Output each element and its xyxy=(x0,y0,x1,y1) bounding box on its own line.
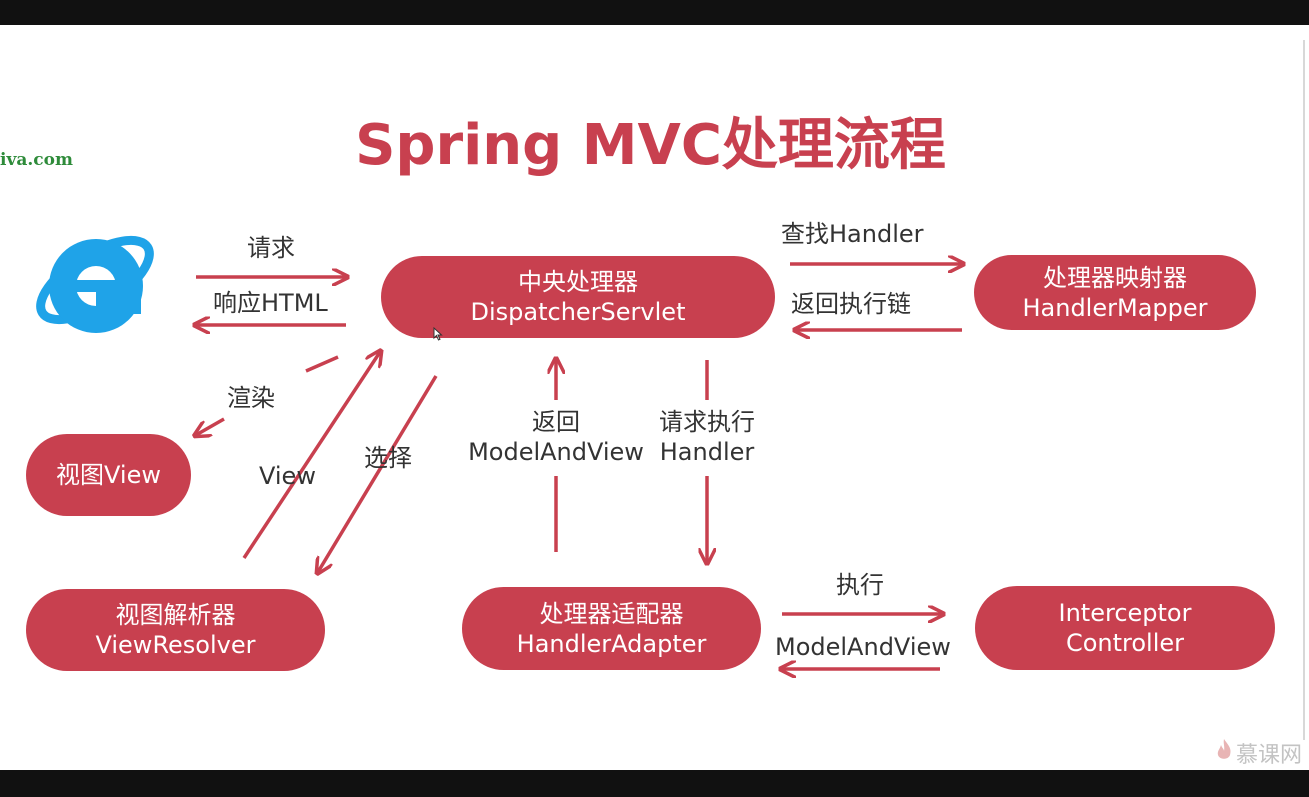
label-choose: 选择 xyxy=(364,444,412,472)
label-return-mav-2: ModelAndView xyxy=(468,438,644,466)
mouse-cursor-icon xyxy=(433,326,443,345)
view-resolver-node: 视图解析器 ViewResolver xyxy=(26,589,325,671)
dispatcher-line1: 中央处理器 xyxy=(518,268,638,296)
watermark-text: 慕课网 xyxy=(1236,743,1303,768)
label-return-chain: 返回执行链 xyxy=(791,290,911,318)
resolver-line1: 视图解析器 xyxy=(115,601,236,629)
mapper-line2: HandlerMapper xyxy=(1022,293,1208,322)
adapter-line1: 处理器适配器 xyxy=(539,599,684,628)
bottom-black-bar xyxy=(0,770,1309,797)
label-render: 渲染 xyxy=(227,384,275,412)
label-request-exec-2: Handler xyxy=(659,438,755,466)
label-response: 响应HTML xyxy=(213,289,328,317)
label-request-exec-1: 请求执行 xyxy=(659,408,755,436)
resolver-line2: ViewResolver xyxy=(95,631,256,659)
handler-mapper-node: 处理器映射器 HandlerMapper xyxy=(974,255,1256,330)
slide-title-text: Spring MVC处理流程 xyxy=(355,113,946,178)
mapper-line1: 处理器映射器 xyxy=(1043,263,1187,292)
internet-explorer-icon xyxy=(30,220,160,345)
label-find-handler: 查找Handler xyxy=(781,220,924,248)
label-request: 请求 xyxy=(247,234,295,262)
site-url-fragment: iva.com xyxy=(0,150,73,170)
label-mav-back: ModelAndView xyxy=(775,633,951,661)
arrow-choose xyxy=(318,375,438,572)
label-return-mav-1: 返回 xyxy=(532,408,580,436)
interceptor-controller-node: Interceptor Controller xyxy=(975,586,1275,670)
adapter-line2: HandlerAdapter xyxy=(516,629,707,658)
slide-title: Spring MVC处理流程 xyxy=(0,100,1309,181)
imooc-watermark: 慕课网 xyxy=(1215,737,1302,769)
label-execute: 执行 xyxy=(836,571,884,599)
dispatcher-servlet-node: 中央处理器 DispatcherServlet xyxy=(381,256,775,338)
arrow-view-return xyxy=(242,352,380,559)
dispatcher-line2: DispatcherServlet xyxy=(470,298,686,326)
top-black-bar xyxy=(0,0,1309,25)
arrow-render-short xyxy=(305,355,339,373)
label-view-return: View xyxy=(259,462,316,490)
arrow-render xyxy=(196,417,225,435)
handler-adapter-node: 处理器适配器 HandlerAdapter xyxy=(462,587,761,670)
controller-line1: Interceptor xyxy=(1058,599,1192,627)
right-edge-line xyxy=(1303,40,1305,740)
imooc-flame-icon xyxy=(1215,738,1233,768)
view-line1: 视图View xyxy=(56,461,161,489)
controller-line2: Controller xyxy=(1065,629,1185,657)
view-node: 视图View xyxy=(26,434,191,516)
